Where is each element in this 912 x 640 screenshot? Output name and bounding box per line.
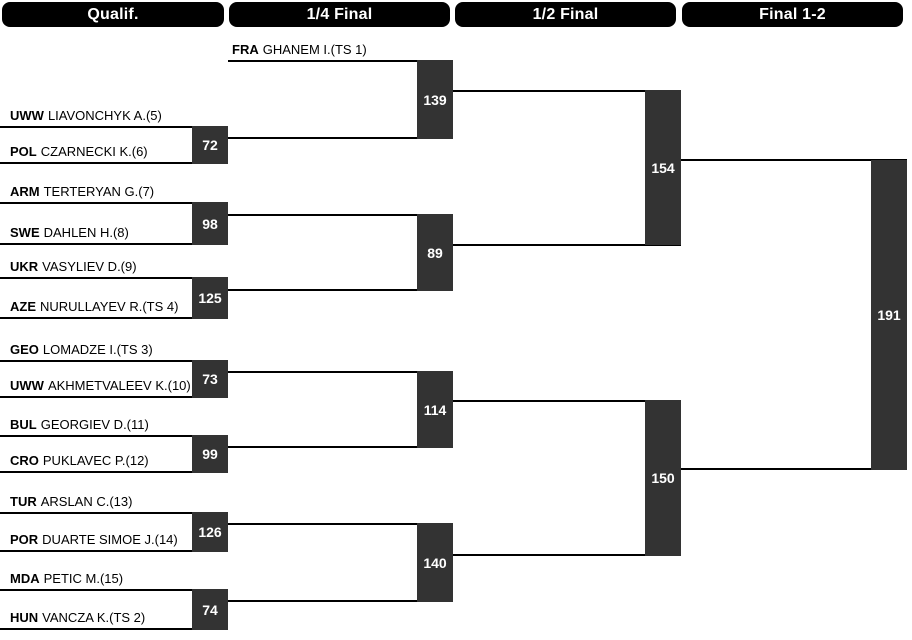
match-box-114: 114: [417, 371, 453, 448]
connector-line: [228, 214, 453, 216]
country-code: CRO: [10, 453, 39, 468]
match-box-89: 89: [417, 214, 453, 291]
connector-line: [228, 137, 453, 139]
player-underline: [0, 628, 228, 630]
match-box-139: 139: [417, 60, 453, 139]
connector-line: [453, 90, 681, 92]
player-name: CZARNECKI K.(6): [40, 144, 148, 159]
country-code: SWE: [10, 225, 40, 240]
match-box-72: 72: [192, 126, 228, 164]
match-box-73: 73: [192, 360, 228, 398]
country-code: BUL: [10, 417, 37, 432]
player-underline: [0, 512, 228, 514]
player-name: DAHLEN H.(8): [43, 225, 129, 240]
connector-line: [228, 523, 453, 525]
player-underline: [0, 243, 228, 245]
player-name: LOMADZE I.(TS 3): [42, 342, 153, 357]
player-label-aze-nurullayev: AZE NURULLAYEV R.(TS 4): [10, 299, 178, 315]
connector-line: [453, 554, 681, 556]
player-name: DUARTE SIMOE J.(14): [42, 532, 178, 547]
player-name: GHANEM I.(TS 1): [262, 42, 367, 57]
connector-line: [228, 600, 453, 602]
match-box-154: 154: [645, 90, 681, 245]
country-code: UKR: [10, 259, 39, 274]
connector-line: [681, 468, 907, 470]
player-underline: [0, 202, 228, 204]
player-name: GEORGIEV D.(11): [40, 417, 149, 432]
connector-line: [453, 400, 681, 402]
match-box-140: 140: [417, 523, 453, 602]
connector-line: [681, 159, 907, 161]
match-box-98: 98: [192, 202, 228, 245]
connector-line: [228, 371, 453, 373]
match-box-125: 125: [192, 277, 228, 319]
connector-line: [228, 289, 453, 291]
country-code: POR: [10, 532, 39, 547]
player-underline: [0, 126, 228, 128]
country-code: GEO: [10, 342, 39, 357]
player-name: ARSLAN C.(13): [40, 494, 133, 509]
country-code: ARM: [10, 184, 40, 199]
player-name: NURULLAYEV R.(TS 4): [40, 299, 179, 314]
country-code: AZE: [10, 299, 36, 314]
connector-line: [228, 446, 453, 448]
match-box-99: 99: [192, 435, 228, 473]
connector-line: [453, 244, 681, 246]
match-box-150: 150: [645, 400, 681, 556]
player-underline: [0, 396, 228, 398]
match-box-191: 191: [871, 160, 907, 470]
country-code: UWW: [10, 378, 44, 393]
player-underline: [0, 435, 228, 437]
player-underline: [0, 550, 228, 552]
player-underline: [228, 60, 453, 62]
country-code: HUN: [10, 610, 39, 625]
country-code: UWW: [10, 108, 44, 123]
match-box-126: 126: [192, 512, 228, 552]
country-code: MDA: [10, 571, 40, 586]
country-code: POL: [10, 144, 37, 159]
column-header-quarterfinal: 1/4 Final: [229, 2, 450, 27]
player-name: VASYLIEV D.(9): [42, 259, 137, 274]
player-underline: [0, 162, 228, 164]
player-underline: [0, 360, 228, 362]
country-code: FRA: [232, 42, 259, 57]
player-name: TERTERYAN G.(7): [43, 184, 155, 199]
player-underline: [0, 471, 228, 473]
column-header-final: Final 1-2: [682, 2, 903, 27]
player-underline: [0, 277, 228, 279]
player-underline: [0, 589, 228, 591]
player-name: PUKLAVEC P.(12): [42, 453, 149, 468]
player-name: AKHMETVALEEV K.(10): [47, 378, 191, 393]
player-underline: [0, 317, 228, 319]
player-name: PETIC M.(15): [43, 571, 124, 586]
column-header-semifinal: 1/2 Final: [455, 2, 676, 27]
column-header-qualification: Qualif.: [2, 2, 224, 27]
country-code: TUR: [10, 494, 37, 509]
match-box-74: 74: [192, 589, 228, 630]
player-name: LIAVONCHYK A.(5): [47, 108, 162, 123]
player-name: VANCZA K.(TS 2): [42, 610, 146, 625]
